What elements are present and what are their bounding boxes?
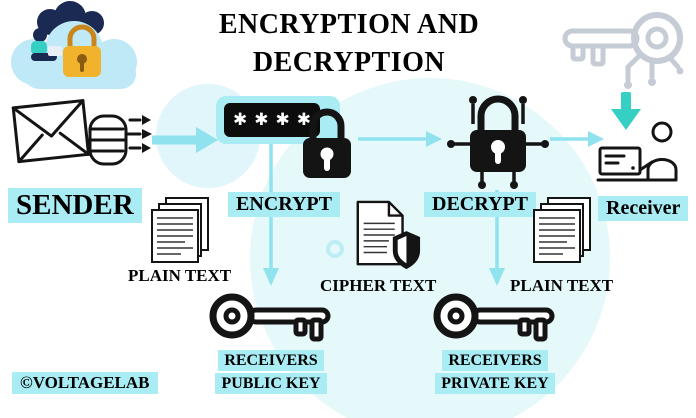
cloud-user-lock-icon: [11, 1, 137, 89]
decrypt-label: DECRYPT: [424, 192, 536, 217]
sender-label: SENDER: [8, 188, 142, 223]
documents-stack-icon: [533, 197, 591, 263]
padlock-icon: [303, 108, 351, 178]
public-key-line-2: PUBLIC KEY: [215, 373, 327, 394]
hand-envelope-icon: [11, 99, 152, 166]
receiver-label: Receiver: [598, 196, 689, 221]
password-mask: ✱✱✱✱: [224, 103, 320, 137]
plain-text-left-label: PLAIN TEXT: [128, 266, 232, 285]
title-line-2: DECRYPTION: [252, 47, 446, 78]
circuit-padlock-icon: [447, 95, 549, 189]
download-arrow-icon: [611, 92, 641, 130]
person-at-computer-icon: [596, 121, 678, 182]
encrypt-label: ENCRYPT: [228, 192, 340, 217]
cipher-text-label: CIPHER TEXT: [320, 276, 437, 295]
private-key-icon: [433, 293, 555, 342]
key-outline-icon: [562, 12, 684, 89]
document-shield-icon: [356, 200, 421, 270]
page-title: ENCRYPTION AND DECRYPTION: [163, 6, 535, 82]
documents-stack-icon: [151, 197, 209, 263]
plain-text-right-label: PLAIN TEXT: [510, 276, 614, 295]
title-line-1: ENCRYPTION AND: [218, 9, 480, 40]
public-key-line-1: RECEIVERS: [218, 350, 324, 371]
private-key-line-2: PRIVATE KEY: [435, 373, 555, 394]
public-key-label: RECEIVERS PUBLIC KEY: [206, 348, 336, 394]
public-key-icon: [209, 293, 331, 342]
private-key-line-1: RECEIVERS: [442, 350, 548, 371]
password-field-panel: ✱✱✱✱: [216, 96, 340, 144]
background-ring: [326, 240, 344, 258]
watermark: ©VOLTAGELAB: [12, 372, 158, 394]
private-key-label: RECEIVERS PRIVATE KEY: [430, 348, 560, 394]
